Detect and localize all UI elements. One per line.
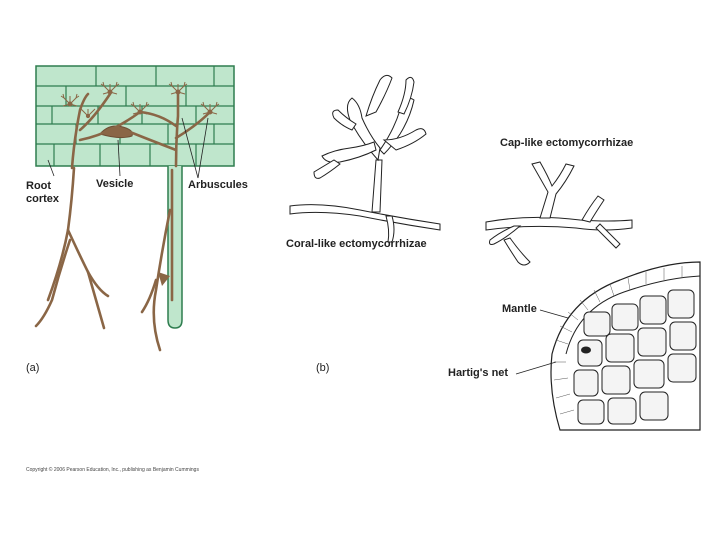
label-hartigs-net: Hartig's net (448, 367, 508, 380)
root-hair (168, 166, 182, 328)
root-cross-section (551, 262, 700, 430)
label-coral-like: Coral-like ectomycorrhizae (286, 238, 427, 251)
panel-letter-a: (a) (26, 362, 39, 374)
coral-like-root (290, 75, 440, 242)
label-arbuscules: Arbuscules (188, 179, 248, 192)
cap-like-root (486, 162, 632, 265)
label-mantle: Mantle (502, 303, 537, 316)
label-root-cortex: Root cortex (26, 180, 59, 206)
label-vesicle: Vesicle (96, 178, 133, 191)
panel-letter-b: (b) (316, 362, 329, 374)
label-cap-like: Cap-like ectomycorrhizae (500, 137, 633, 150)
copyright-notice: Copyright © 2006 Pearson Education, Inc.… (26, 467, 199, 473)
